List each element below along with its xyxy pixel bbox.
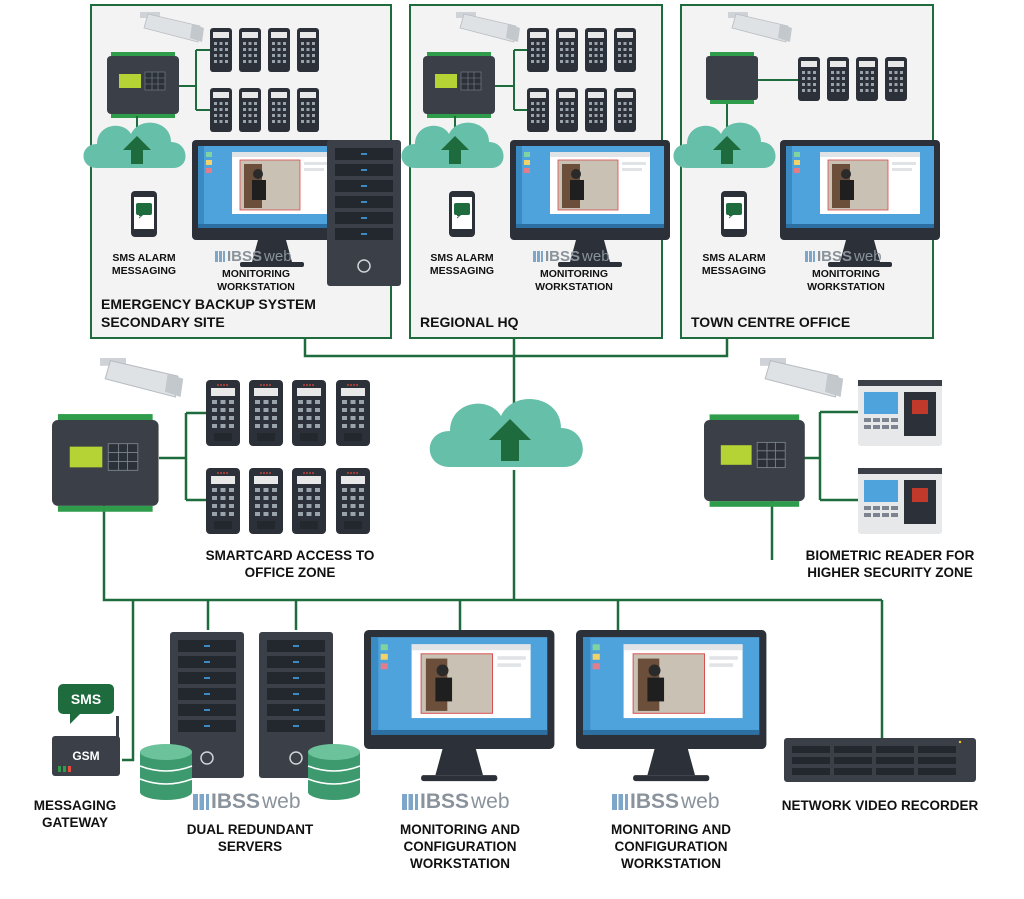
database-icon	[139, 743, 193, 801]
access-controller-icon	[422, 51, 496, 119]
monitor-icon	[363, 629, 555, 782]
access-controller-icon	[703, 413, 806, 508]
door-controller-icon	[706, 52, 758, 104]
building-icon	[805, 251, 815, 262]
database-icon	[307, 743, 361, 801]
sms-badge: SMS	[454, 216, 470, 223]
sms-phone-icon	[449, 191, 475, 237]
central-cloud-icon	[429, 398, 583, 467]
fingerprint-reader-icon	[858, 380, 942, 446]
building-icon	[193, 794, 209, 810]
site-title: TOWN CENTRE OFFICE	[691, 314, 851, 330]
sms-phone-icon	[721, 191, 747, 237]
gsm-label: GSM	[72, 749, 99, 763]
sms-badge: SMS	[71, 691, 101, 707]
access-controller-icon	[51, 413, 160, 513]
server-tower-icon	[326, 139, 402, 287]
building-icon	[533, 251, 543, 262]
smartcard-reader-group	[206, 380, 370, 534]
biometric-reader-group	[858, 380, 942, 534]
monitor-icon	[575, 629, 767, 782]
building-icon	[215, 251, 225, 262]
site-panel-emergency-backup	[83, 4, 402, 339]
building-icon	[612, 794, 628, 810]
site-panel-regional-hq	[401, 4, 671, 339]
building-icon	[402, 794, 418, 810]
fingerprint-reader-icon	[858, 468, 942, 534]
sms-badge: SMS	[136, 216, 152, 223]
network-lines	[102, 338, 884, 762]
site-panel-town-centre	[673, 4, 941, 339]
site-title: REGIONAL HQ	[420, 314, 519, 330]
sms-phone-icon	[131, 191, 157, 237]
cctv-camera-icon	[759, 357, 844, 398]
sms-badge: SMS	[726, 216, 742, 223]
gsm-gateway-icon	[52, 684, 120, 776]
nvr-icon	[784, 738, 976, 782]
cctv-camera-icon	[99, 357, 184, 398]
nvr-label: NETWORK VIDEO RECORDER	[781, 798, 979, 813]
access-controller-icon	[106, 51, 180, 119]
